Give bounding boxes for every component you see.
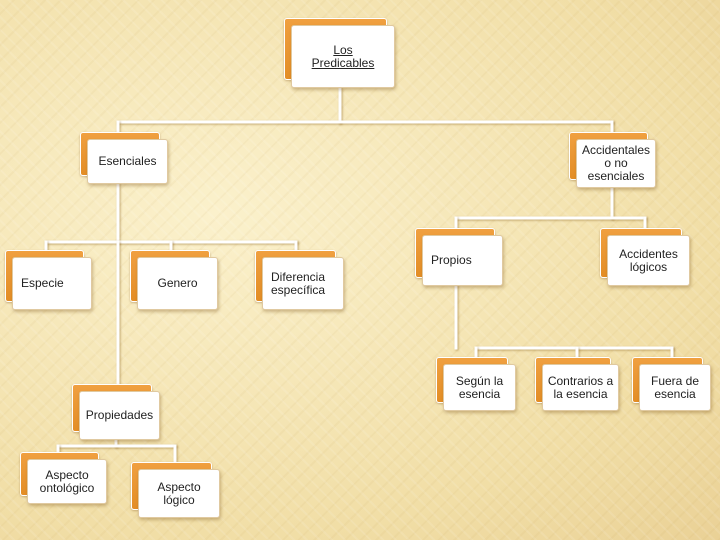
- node-contrarios-esencia-label: Contrarios a la esencia: [542, 364, 619, 411]
- node-aspecto-ontologico: Aspecto ontológico: [20, 452, 107, 504]
- node-root: Los Predicables: [284, 18, 395, 88]
- node-aspecto-logico-label: Aspecto lógico: [138, 469, 220, 518]
- node-fuera-esencia-label: Fuera de esencia: [639, 364, 711, 411]
- node-fuera-esencia: Fuera de esencia: [632, 357, 711, 411]
- node-propiedades: Propiedades: [72, 384, 160, 440]
- node-contrarios-esencia: Contrarios a la esencia: [535, 357, 619, 411]
- node-root-label: Los Predicables: [291, 25, 395, 88]
- node-diferencia-label: Diferencia específica: [262, 257, 344, 310]
- node-diferencia: Diferencia específica: [255, 250, 344, 310]
- node-esenciales: Esenciales: [80, 132, 168, 184]
- node-accidentales-label: Accidentales o no esenciales: [576, 139, 656, 188]
- node-segun-esencia-label: Según la esencia: [443, 364, 516, 411]
- node-propios: Propios: [415, 228, 503, 286]
- node-accidentales: Accidentales o no esenciales: [569, 132, 656, 188]
- node-accidentes-logicos: Accidentes lógicos: [600, 228, 690, 286]
- node-propios-label: Propios: [422, 235, 503, 286]
- node-accidentes-logicos-label: Accidentes lógicos: [607, 235, 690, 286]
- node-especie-label: Especie: [12, 257, 92, 310]
- node-propiedades-label: Propiedades: [79, 391, 160, 440]
- node-segun-esencia: Según la esencia: [436, 357, 516, 411]
- node-especie: Especie: [5, 250, 92, 310]
- node-genero: Genero: [130, 250, 218, 310]
- node-esenciales-label: Esenciales: [87, 139, 168, 184]
- node-aspecto-logico: Aspecto lógico: [131, 462, 220, 518]
- node-genero-label: Genero: [137, 257, 218, 310]
- node-aspecto-ontologico-label: Aspecto ontológico: [27, 459, 107, 504]
